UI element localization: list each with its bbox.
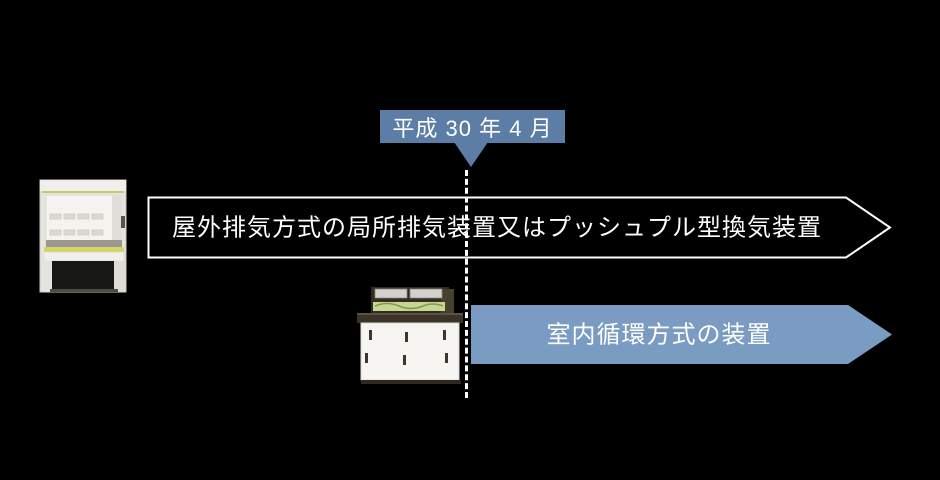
date-callout: 平成 30 年 4 月 xyxy=(380,110,565,143)
fume-hood-photo xyxy=(39,179,127,293)
outdoor-exhaust-band-label: 屋外排気方式の局所排気装置又はプッシュプル型換気装置 xyxy=(172,215,822,242)
outdoor-exhaust-band-shape xyxy=(147,196,892,259)
date-callout-label: 平成 30 年 4 月 xyxy=(392,115,553,141)
outdoor-exhaust-band: 屋外排気方式の局所排気装置又はプッシュプル型換気装置 xyxy=(147,196,892,259)
indoor-circulation-band-shape xyxy=(471,305,892,364)
indoor-circulation-band-label: 室内循環方式の装置 xyxy=(547,322,772,349)
timeline-divider-dashed-line xyxy=(465,170,468,398)
indoor-circulation-band: 室内循環方式の装置 xyxy=(471,305,892,364)
benchtop-circulation-device-photo xyxy=(357,287,463,384)
date-callout-pointer xyxy=(454,142,488,167)
